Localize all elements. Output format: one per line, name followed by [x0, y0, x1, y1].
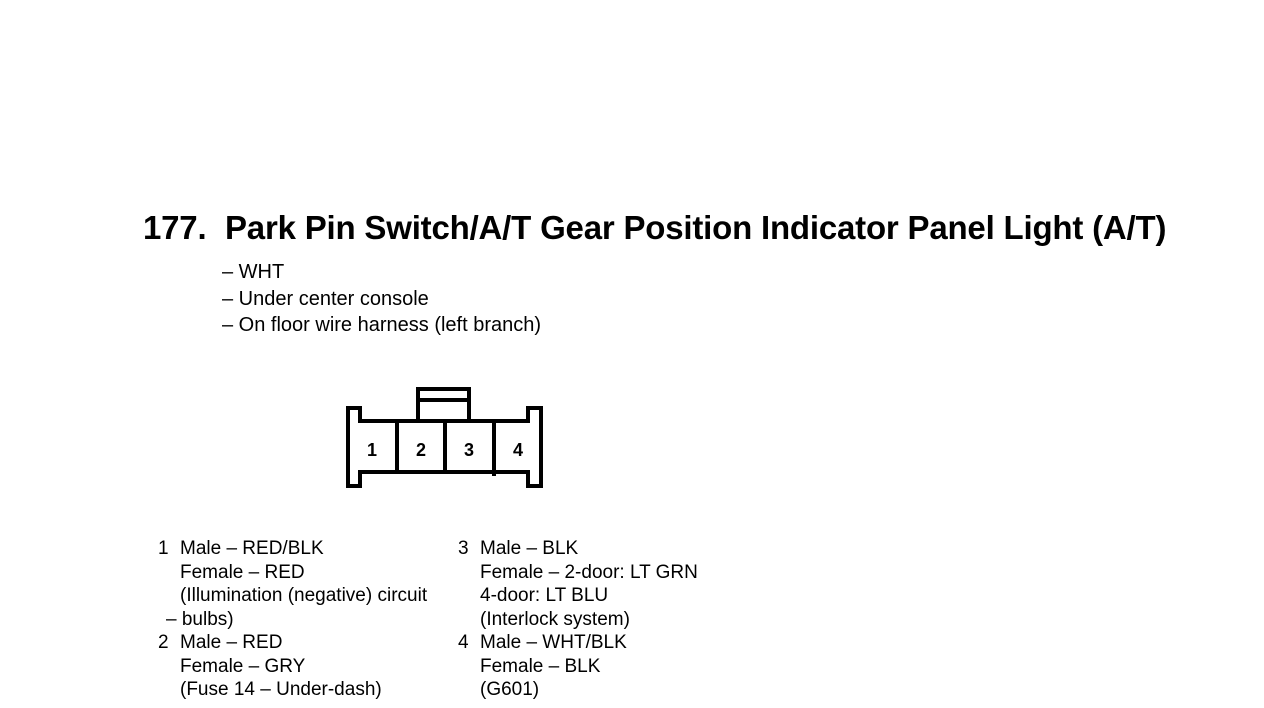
- pin-number: 1: [158, 538, 169, 559]
- pin-entry-4: 4 Male – WHT/BLK Female – BLK (G601): [458, 631, 698, 702]
- pin-label-3: 3: [464, 440, 474, 460]
- locking-tab: [416, 387, 471, 423]
- pin-male-wire: Male – RED: [180, 632, 283, 653]
- pin-entry-1: 1 Male – RED/BLK Female – RED (Illuminat…: [158, 537, 427, 631]
- pin-label-1: 1: [367, 440, 377, 460]
- pin-male-wire: Male – BLK: [480, 538, 579, 559]
- pin-label-4: 4: [513, 440, 523, 460]
- pin-male-wire: Male – WHT/BLK: [480, 632, 627, 653]
- pin-circuit-cont: – bulbs): [166, 608, 234, 630]
- pin-number: 3: [458, 538, 469, 559]
- title-text: Park Pin Switch/A/T Gear Position Indica…: [225, 209, 1167, 246]
- pin-number: 4: [458, 632, 469, 653]
- pin-female-wire: Female – BLK: [480, 655, 601, 677]
- connector-notes: – WHT – Under center console – On floor …: [222, 259, 541, 339]
- pin-circuit: (Illumination (negative) circuit: [180, 585, 428, 606]
- pin-female-wire: Female – 2-door: LT GRN: [480, 561, 698, 583]
- title-number: 177.: [143, 209, 207, 246]
- pin-number: 2: [158, 632, 169, 653]
- pin-male-wire: Male – RED/BLK: [180, 538, 324, 559]
- pin-female-wire: Female – GRY: [180, 655, 306, 677]
- pin-entry-2: 2 Male – RED Female – GRY (Fuse 14 – Und…: [158, 631, 427, 702]
- pin-list-right: 3 Male – BLK Female – 2-door: LT GRN 4-d…: [458, 537, 698, 702]
- pin-female-wire-alt: 4-door: LT BLU: [480, 585, 609, 606]
- note-location: – Under center console: [222, 287, 429, 310]
- pin-list-left: 1 Male – RED/BLK Female – RED (Illuminat…: [158, 537, 427, 702]
- pin-female-wire: Female – RED: [180, 561, 305, 583]
- connector-diagram: 1 2 3 4: [346, 387, 543, 488]
- pin-circuit: (Interlock system): [480, 608, 630, 630]
- pin-label-2: 2: [416, 440, 426, 460]
- pin-circuit: (Fuse 14 – Under-dash): [180, 679, 382, 700]
- pin-entry-3: 3 Male – BLK Female – 2-door: LT GRN 4-d…: [458, 537, 698, 631]
- note-harness: – On floor wire harness (left branch): [222, 314, 542, 336]
- page-title: 177. Park Pin Switch/A/T Gear Position In…: [143, 209, 1166, 247]
- note-color: – WHT: [222, 261, 285, 283]
- pin-circuit: (G601): [480, 679, 540, 700]
